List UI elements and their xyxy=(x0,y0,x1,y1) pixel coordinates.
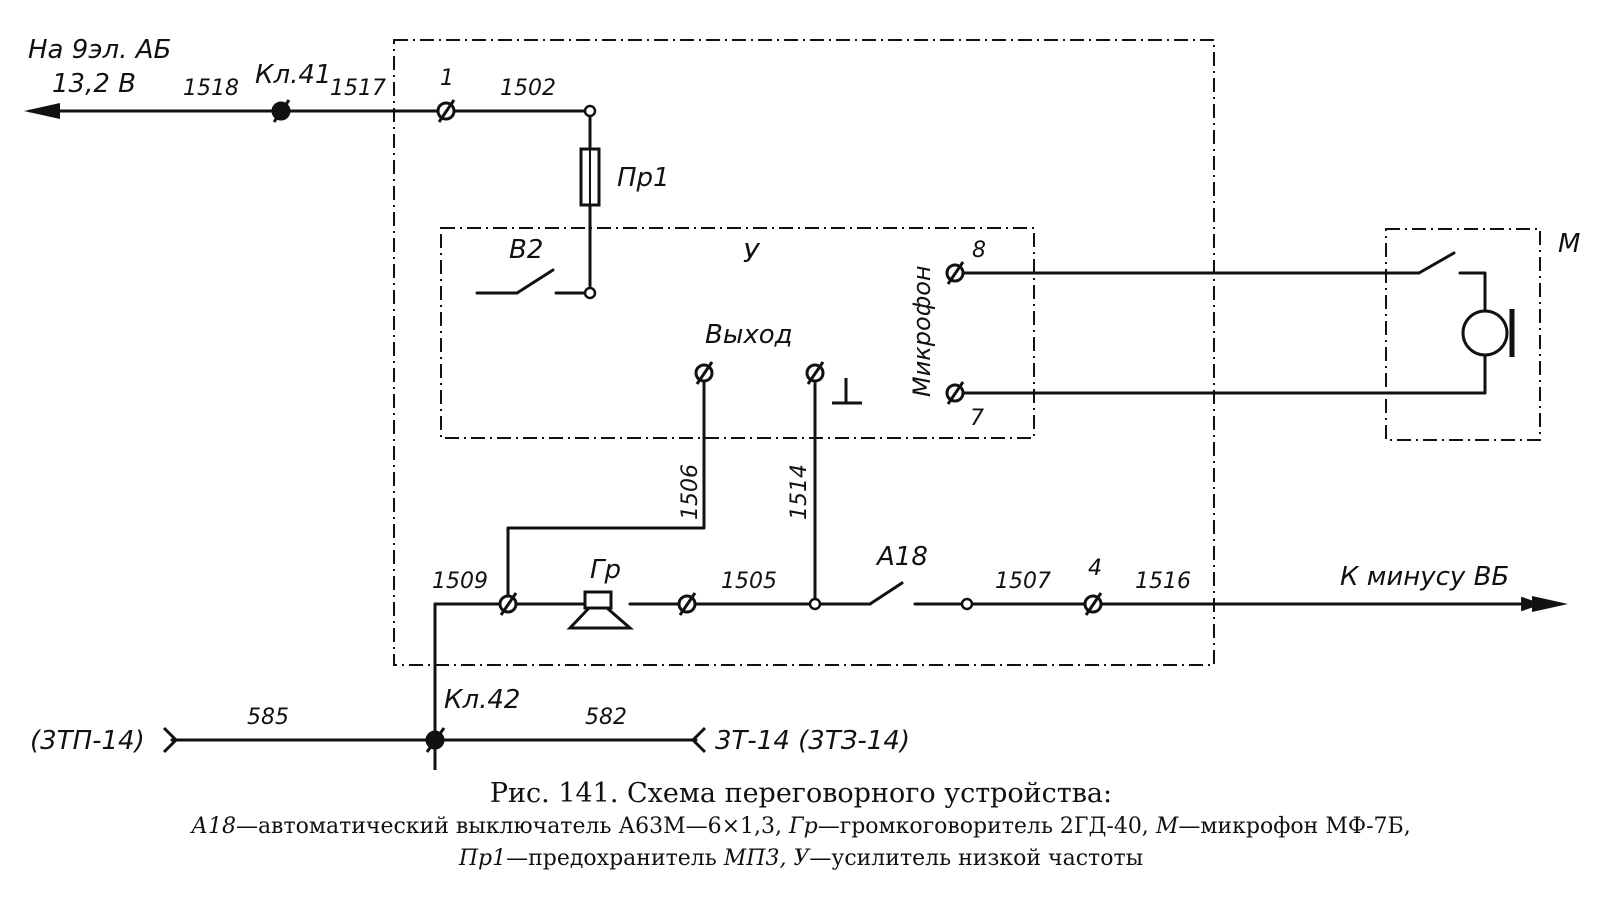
label-wire-1509: 1509 xyxy=(432,569,488,594)
mic-switch-blade xyxy=(1417,251,1456,275)
label-wire-1502: 1502 xyxy=(500,76,556,101)
supply-arrow-icon xyxy=(24,103,60,119)
label-wire-1516: 1516 xyxy=(1135,569,1191,594)
legend-u: У xyxy=(786,846,810,871)
label-output: Выход xyxy=(705,320,793,350)
label-mic-m: М xyxy=(1558,229,1580,259)
label-terminal-8: 8 xyxy=(972,238,986,263)
label-right-connector: 3Т-14 (3ТЗ-14) xyxy=(715,726,910,756)
label-wire-1506: 1506 xyxy=(678,464,703,520)
terminal-output-icon xyxy=(694,361,714,385)
legend-a18: А18 xyxy=(191,814,236,839)
legend-gr: Гр xyxy=(789,814,818,839)
wire-1506 xyxy=(506,378,706,604)
switch-v2-blade xyxy=(515,268,555,295)
caption-title: Рис. 141. Схема переговорного устройства… xyxy=(489,778,1113,809)
caption-legend-1: А18—автоматический выключатель А63М—6×1,… xyxy=(0,814,1602,839)
terminal-1-icon xyxy=(436,99,456,123)
legend-a18-desc: —автоматический выключатель А63М—6×1,3, xyxy=(235,814,790,839)
label-terminal-1: 1 xyxy=(440,66,454,91)
minus-arrow-icon xyxy=(1532,596,1568,612)
label-supply-1: На 9эл. АБ xyxy=(28,35,171,65)
terminal-8-icon xyxy=(945,261,965,285)
microphone-icon xyxy=(1461,309,1515,357)
terminal-kl41-icon xyxy=(271,99,291,123)
label-wire-585: 585 xyxy=(247,705,289,730)
legend-u-desc: —усилитель низкой частоты xyxy=(809,846,1144,871)
ground-icon xyxy=(832,378,862,405)
label-terminal-4: 4 xyxy=(1088,556,1102,581)
speaker-icon xyxy=(566,590,635,630)
terminal-1509-icon xyxy=(498,592,518,616)
circuit-diagram: На 9эл. АБ 13,2 В 1518 Кл.41 1517 1 1502… xyxy=(24,35,1580,770)
node-1507 xyxy=(960,597,974,611)
label-wire-582: 582 xyxy=(585,705,627,730)
label-switch-v2: В2 xyxy=(509,235,543,265)
label-wire-1514: 1514 xyxy=(787,464,812,520)
terminal-4-icon xyxy=(1083,592,1103,616)
label-terminal-kl41: Кл.41 xyxy=(255,60,331,90)
left-connector-icon xyxy=(162,726,179,754)
label-supply-2: 13,2 В xyxy=(52,69,136,99)
label-speaker-gr: Гр xyxy=(590,555,621,585)
legend-pr1-desc: —предохранитель xyxy=(506,846,724,871)
label-terminal-7: 7 xyxy=(970,406,984,431)
caption-legend-2: Пр1—предохранитель МП3, У—усилитель низк… xyxy=(0,846,1602,871)
label-wire-1518: 1518 xyxy=(183,76,239,101)
terminal-ground-icon xyxy=(805,361,825,385)
legend-pr1: Пр1 xyxy=(458,846,507,871)
breaker-a18-blade xyxy=(868,581,904,606)
legend-gr-desc: —громкоговоритель 2ГД-40, xyxy=(817,814,1156,839)
legend-m-desc: —микрофон МФ-7Б, xyxy=(1178,814,1411,839)
node-top xyxy=(583,104,597,118)
label-mic-input: Микрофон xyxy=(908,265,936,397)
node-1514 xyxy=(808,597,822,611)
label-breaker-a18: А18 xyxy=(875,542,928,572)
label-wire-1517: 1517 xyxy=(330,76,386,101)
terminal-kl42-icon xyxy=(425,727,446,753)
terminal-1505-icon xyxy=(677,592,697,616)
label-left-connector: (3ТП-14) xyxy=(30,726,145,756)
label-wire-1505: 1505 xyxy=(721,569,777,594)
legend-mp3: МП3, xyxy=(723,846,787,871)
terminal-7-icon xyxy=(945,381,965,405)
right-connector-icon xyxy=(690,726,707,754)
wire-mic-top xyxy=(1458,271,1487,312)
label-wire-1507: 1507 xyxy=(995,569,1051,594)
label-amp-u: У xyxy=(743,239,761,269)
amplifier-enclosure xyxy=(440,227,1035,439)
legend-m: М xyxy=(1155,814,1179,839)
unit-enclosure xyxy=(393,39,1215,666)
wire-mic-7 xyxy=(953,353,1487,395)
label-fuse-pr1: Пр1 xyxy=(617,163,670,193)
label-to-minus: К минусу ВБ xyxy=(1340,562,1509,592)
node-switch xyxy=(583,286,597,300)
microphone-enclosure xyxy=(1385,228,1541,441)
label-terminal-kl42: Кл.42 xyxy=(444,685,520,715)
